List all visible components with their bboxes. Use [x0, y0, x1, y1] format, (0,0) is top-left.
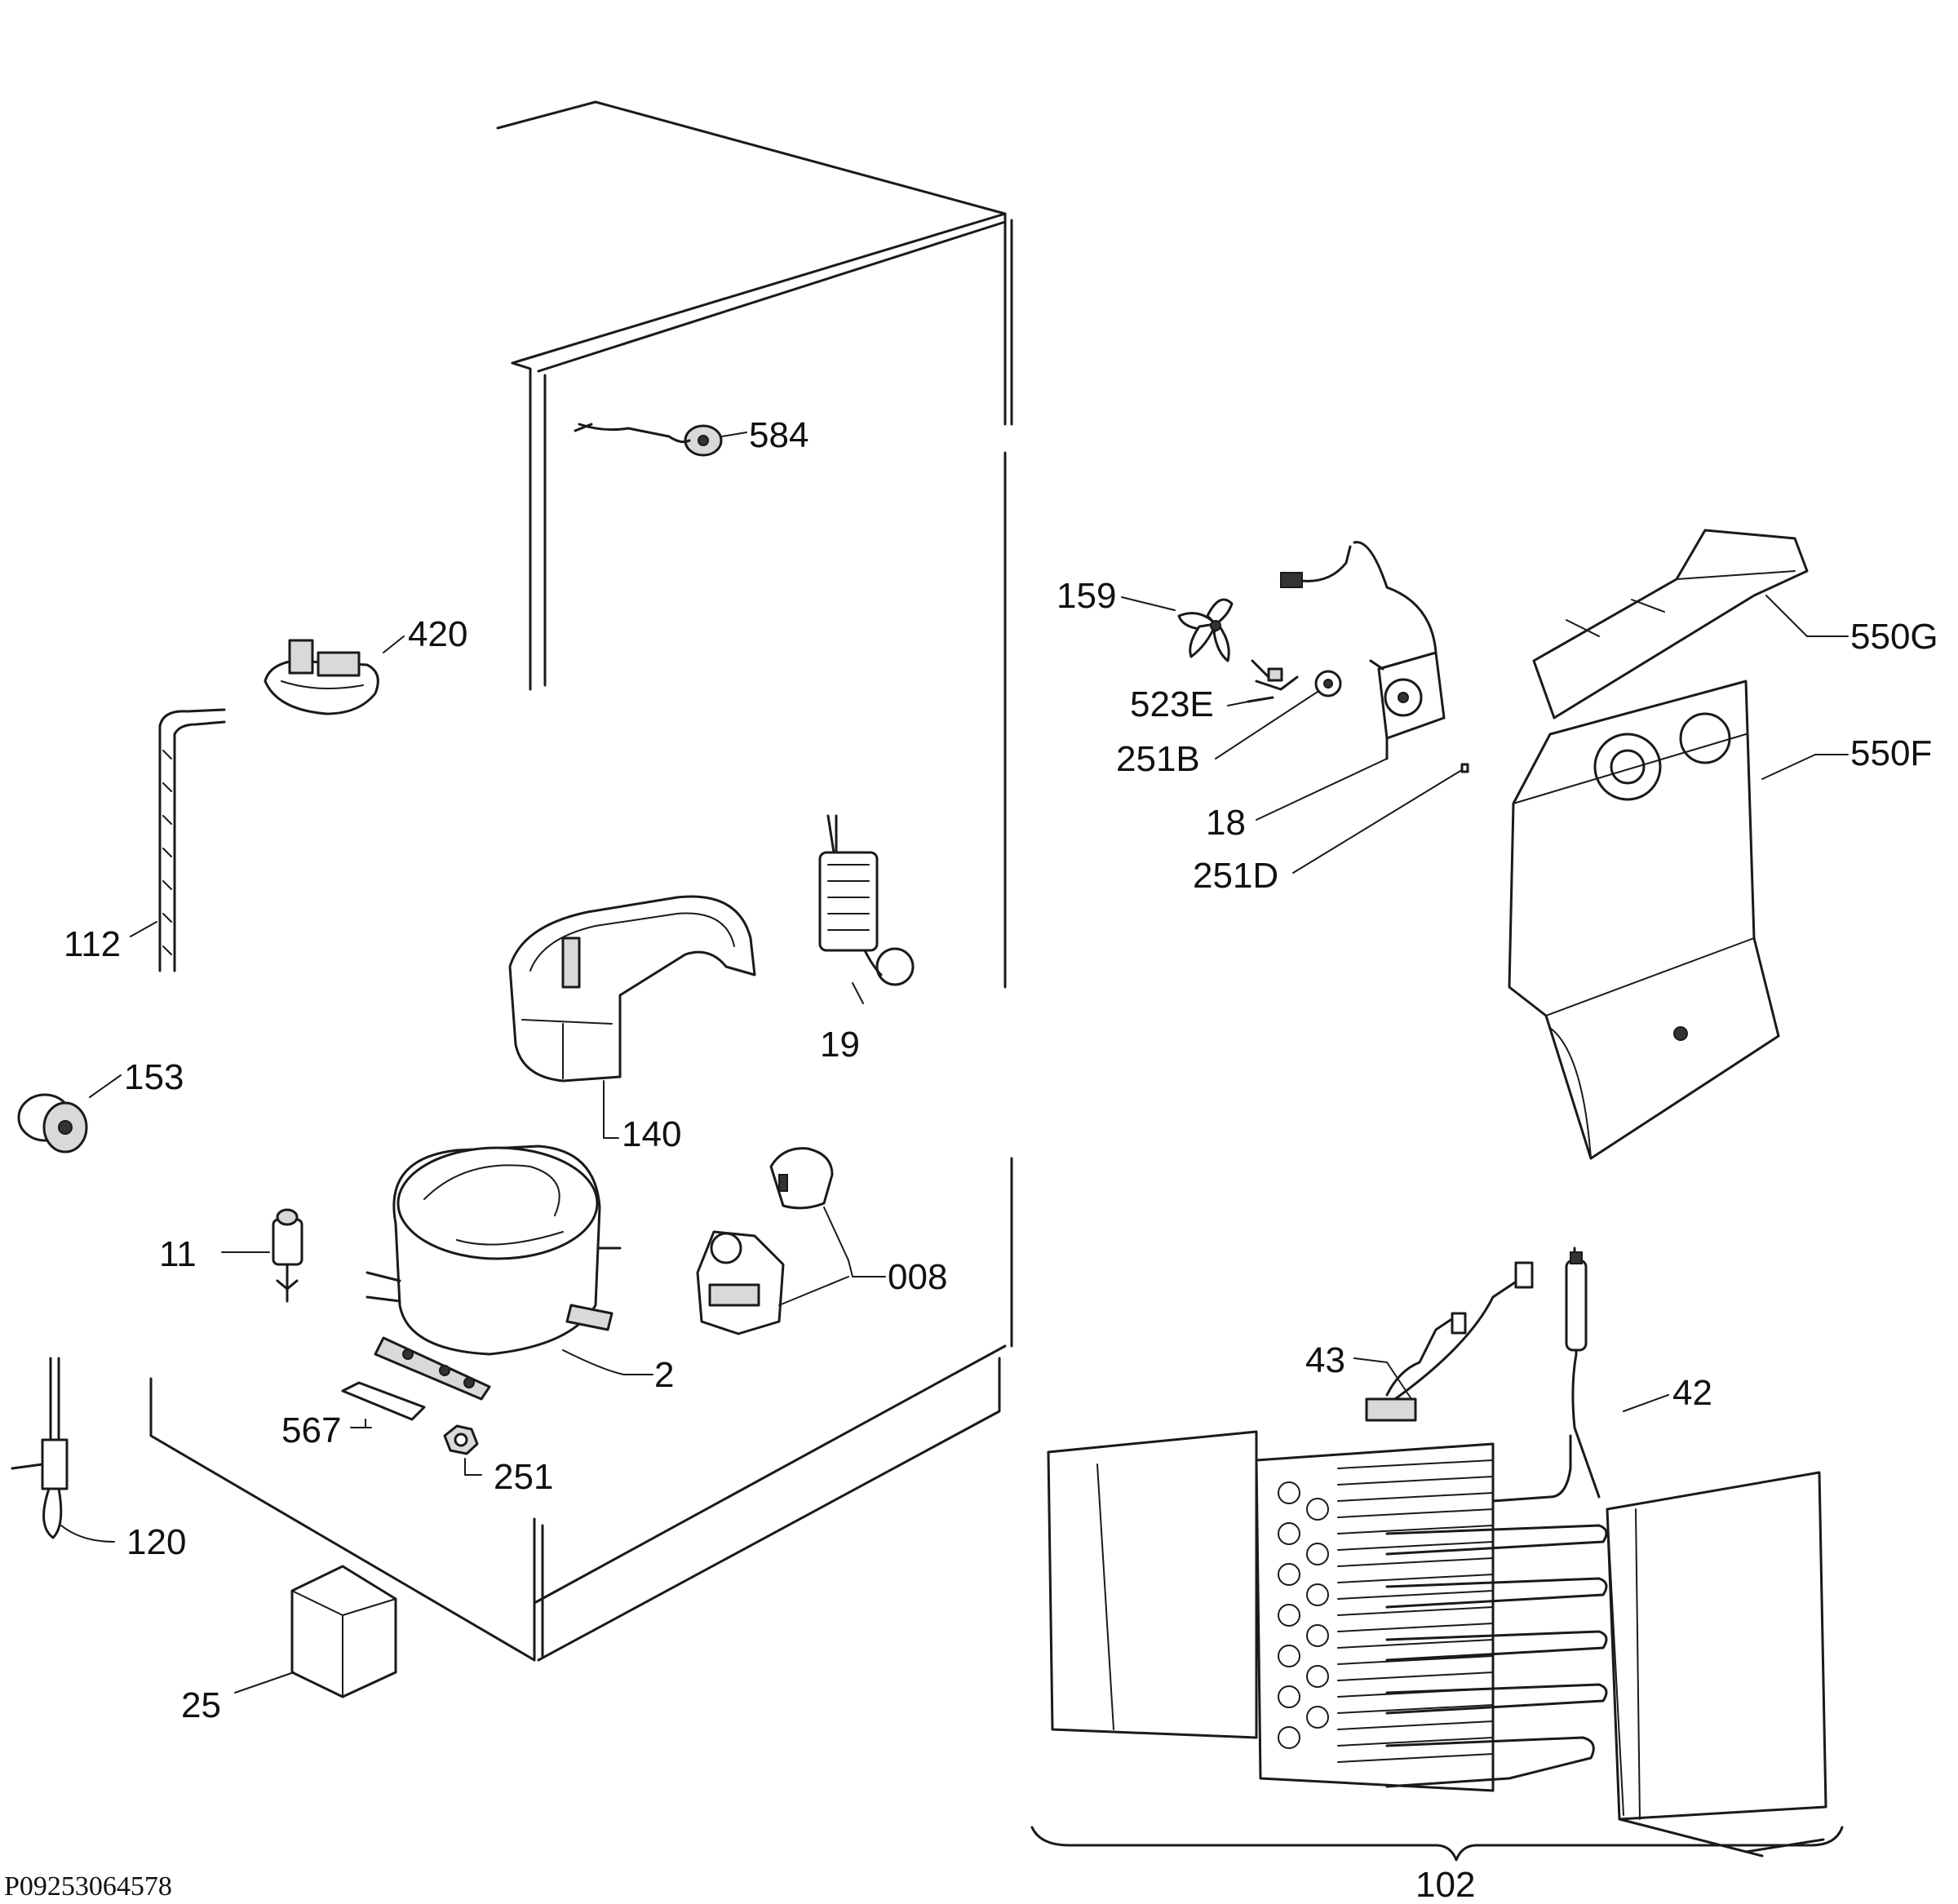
part-102-evaporator: [1030, 1430, 1844, 1862]
part-11-fitting: [272, 1208, 303, 1303]
label-420: 420: [408, 614, 467, 654]
label-43: 43: [1305, 1340, 1345, 1380]
label-523E: 523E: [1130, 684, 1214, 724]
part-567-plate: [341, 1381, 426, 1421]
part-550G-cover: [1532, 529, 1809, 720]
label-140: 140: [622, 1114, 681, 1154]
evaporator-cables: [1365, 1246, 1601, 1499]
label-120: 120: [126, 1522, 186, 1562]
part-140-tray: [508, 895, 756, 1083]
label-112: 112: [64, 924, 121, 964]
label-567: 567: [281, 1410, 341, 1450]
label-251: 251: [494, 1457, 553, 1497]
part-labels: 584 420 112 153 140 19 11 008 2 567 251 …: [64, 415, 1938, 1904]
label-251D: 251D: [1193, 856, 1278, 896]
label-584: 584: [749, 415, 808, 455]
label-008: 008: [888, 1257, 947, 1297]
part-251D-screw: [1460, 763, 1469, 773]
leader-lines: [60, 432, 1849, 1694]
part-18-motor: [1280, 541, 1446, 760]
cabinet-outline: [149, 100, 1013, 1662]
part-2-compressor: [365, 1145, 622, 1401]
part-153-cap: [17, 1093, 88, 1153]
part-523E-connector: [1247, 659, 1299, 703]
label-102: 102: [1415, 1865, 1475, 1904]
part-008-relay: [696, 1147, 834, 1335]
part-159-fan: [1177, 598, 1234, 662]
part-112-pipe: [158, 708, 226, 972]
label-25: 25: [181, 1685, 221, 1725]
part-584-sensor: [574, 423, 723, 457]
part-420-lamp-holder: [264, 639, 379, 715]
part-251B-washer: [1314, 670, 1342, 697]
document-id: P09253064578: [4, 1871, 172, 1902]
part-550F-housing: [1508, 680, 1780, 1160]
part-251-nut: [443, 1424, 479, 1455]
label-550G: 550G: [1850, 617, 1938, 657]
part-19-heater: [818, 814, 915, 986]
label-153: 153: [124, 1057, 184, 1097]
label-159: 159: [1057, 576, 1116, 616]
label-251B: 251B: [1116, 739, 1200, 779]
label-18: 18: [1206, 803, 1246, 843]
label-2: 2: [654, 1355, 674, 1395]
label-550F: 550F: [1850, 733, 1932, 773]
label-42: 42: [1672, 1373, 1712, 1413]
label-11: 11: [159, 1234, 197, 1274]
label-19: 19: [820, 1025, 860, 1065]
part-25-box: [290, 1565, 397, 1698]
part-120-probe: [11, 1357, 69, 1539]
